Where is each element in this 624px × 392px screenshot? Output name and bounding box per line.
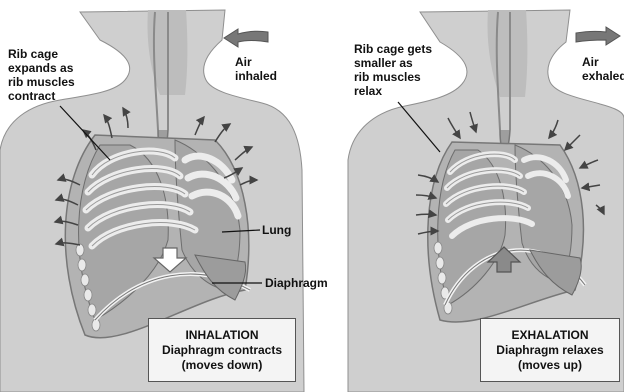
diaphragm-label: Diaphragm [265,276,328,290]
exhalation-caption-line1: Diaphragm relaxes [481,343,619,358]
air-inhaled-label: Air inhaled [235,55,277,83]
exhalation-rib-label: Rib cage gets smaller as rib muscles rel… [354,42,432,98]
inhalation-rib-label: Rib cage expands as rib muscles contract [8,47,75,103]
air-exhaled-label: Air exhaled [582,55,624,83]
lung-label: Lung [262,223,291,237]
inhalation-caption-title: INHALATION [149,328,295,343]
air-exhaled-arrow [576,27,620,45]
inhalation-caption-line1: Diaphragm contracts [149,343,295,358]
exhalation-caption-box: EXHALATION Diaphragm relaxes (moves up) [480,318,620,382]
air-inhaled-arrow [224,29,268,47]
inhalation-caption-box: INHALATION Diaphragm contracts (moves do… [148,318,296,382]
inhalation-caption-line2: (moves down) [149,358,295,373]
exhalation-caption-title: EXHALATION [481,328,619,343]
exhalation-caption-line2: (moves up) [481,358,619,373]
